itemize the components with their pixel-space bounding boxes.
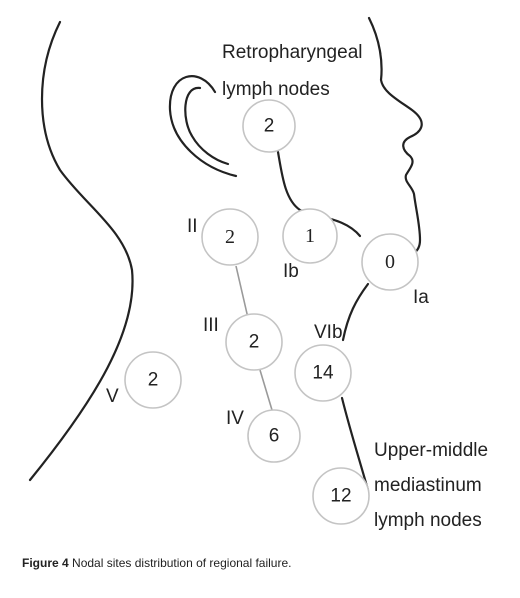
- level-ii-label: II: [187, 216, 198, 237]
- mediastinum-label-line-3: lymph nodes: [374, 510, 482, 531]
- level-iv-node: [247, 409, 301, 463]
- retropharyngeal-label-line-1: Retropharyngeal: [222, 42, 362, 63]
- retropharyngeal-count: 2: [264, 116, 275, 137]
- level-ib-label: Ib: [283, 261, 299, 282]
- level-v-count: 2: [148, 370, 159, 391]
- mediastinum-label-line-1: Upper-middle: [374, 440, 488, 461]
- jaw-line-outline: [276, 150, 362, 238]
- level-iii-count: 2: [249, 332, 260, 353]
- ear-outline: [168, 75, 238, 178]
- level-v-label: V: [106, 386, 119, 407]
- level-vib-node: [294, 344, 352, 402]
- mediastinum-count: 12: [330, 486, 351, 507]
- level-ia-label: Ia: [413, 287, 429, 308]
- connector-iii-iv: [259, 369, 273, 411]
- figure-caption: Figure 4 Nodal sites distribution of reg…: [22, 556, 502, 570]
- level-ib-count: 1: [305, 225, 315, 247]
- level-vib-count: 14: [312, 363, 334, 384]
- mediastinum-node: [312, 467, 370, 525]
- retropharyngeal-node: [242, 99, 296, 153]
- head-back-outline: [28, 20, 134, 482]
- level-iii-node: [225, 313, 283, 371]
- caption-text: Nodal sites distribution of regional fai…: [72, 556, 292, 570]
- level-vib-label: VIb: [314, 322, 343, 343]
- level-ii-node: [201, 208, 259, 266]
- level-v-node: [124, 351, 182, 409]
- level-iv-label: IV: [226, 408, 244, 429]
- mediastinum-label-line-2: mediastinum: [374, 475, 482, 496]
- trachea-outline: [340, 396, 370, 492]
- level-ia-count: 0: [385, 251, 395, 273]
- level-ii-count: 2: [225, 226, 235, 248]
- level-iv-count: 6: [269, 426, 280, 447]
- level-iii-label: III: [203, 315, 219, 336]
- connector-ii-iii: [235, 265, 249, 319]
- face-profile-outline: [367, 16, 423, 255]
- level-ib-node: [282, 208, 338, 264]
- ear-inner-outline: [184, 86, 230, 166]
- retropharyngeal-label-line-2: lymph nodes: [222, 79, 330, 100]
- level-ia-node: [361, 233, 419, 291]
- throat-outline: [341, 282, 370, 342]
- caption-label: Figure 4: [22, 556, 69, 570]
